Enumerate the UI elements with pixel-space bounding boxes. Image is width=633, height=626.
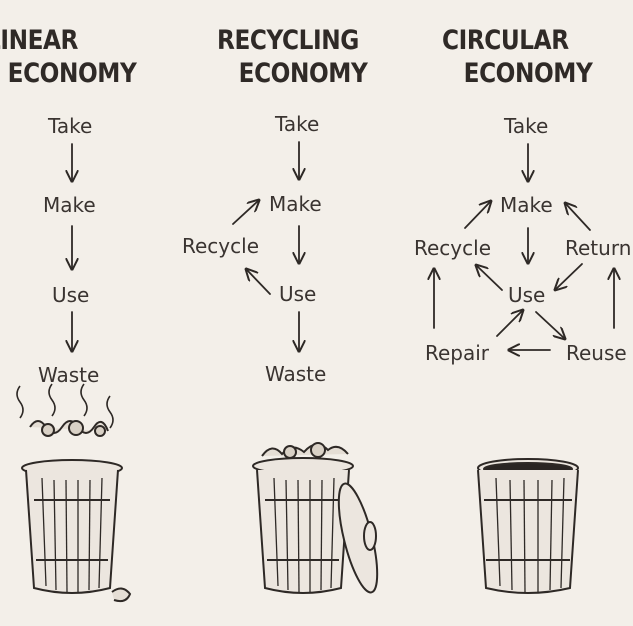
- circular-step-reuse: Reuse: [566, 341, 627, 365]
- full-trash-can-with-open-lid-icon: [252, 442, 379, 594]
- recycling-step-take: Take: [275, 112, 320, 136]
- linear-step-use: Use: [52, 283, 90, 307]
- circular-step-take: Take: [504, 114, 549, 138]
- recycling-step-waste: Waste: [265, 362, 327, 386]
- recycling-title-line2: ECONOMY: [238, 58, 368, 89]
- overflowing-trash-can-icon: [16, 383, 132, 603]
- circular-arrow-return-make: [566, 204, 591, 231]
- recycling-arrow-recycle-make: [232, 201, 258, 225]
- circular-step-make: Make: [500, 193, 553, 217]
- recycling-arrow-use-recycle: [247, 270, 271, 295]
- circular-title-line2: ECONOMY: [463, 58, 593, 89]
- recycling-step-use: Use: [279, 282, 317, 306]
- linear-title-line1: LINEAR: [0, 25, 79, 56]
- circular-arrow-repair-use: [496, 311, 522, 337]
- circular-step-repair: Repair: [425, 341, 490, 365]
- circular-arrow-use-reuse: [535, 311, 564, 338]
- recycling-step-recycle: Recycle: [182, 234, 259, 258]
- recycling-title-line1: RECYCLING: [217, 25, 359, 56]
- circular-arrow-use-recycle: [477, 266, 503, 291]
- circular-arrow-recycle-make: [464, 202, 490, 229]
- linear-step-take: Take: [48, 114, 93, 138]
- circular-step-use: Use: [508, 283, 546, 307]
- recycling-step-make: Make: [269, 192, 322, 216]
- circular-step-return: Return: [565, 236, 632, 260]
- circular-arrow-use-return: [556, 263, 583, 289]
- empty-trash-can-icon: [477, 458, 579, 594]
- linear-title-line2: ECONOMY: [7, 58, 137, 89]
- linear-step-make: Make: [43, 193, 96, 217]
- circular-title-line1: CIRCULAR: [442, 25, 569, 56]
- linear-step-waste: Waste: [38, 363, 100, 387]
- circular-step-recycle: Recycle: [414, 236, 491, 260]
